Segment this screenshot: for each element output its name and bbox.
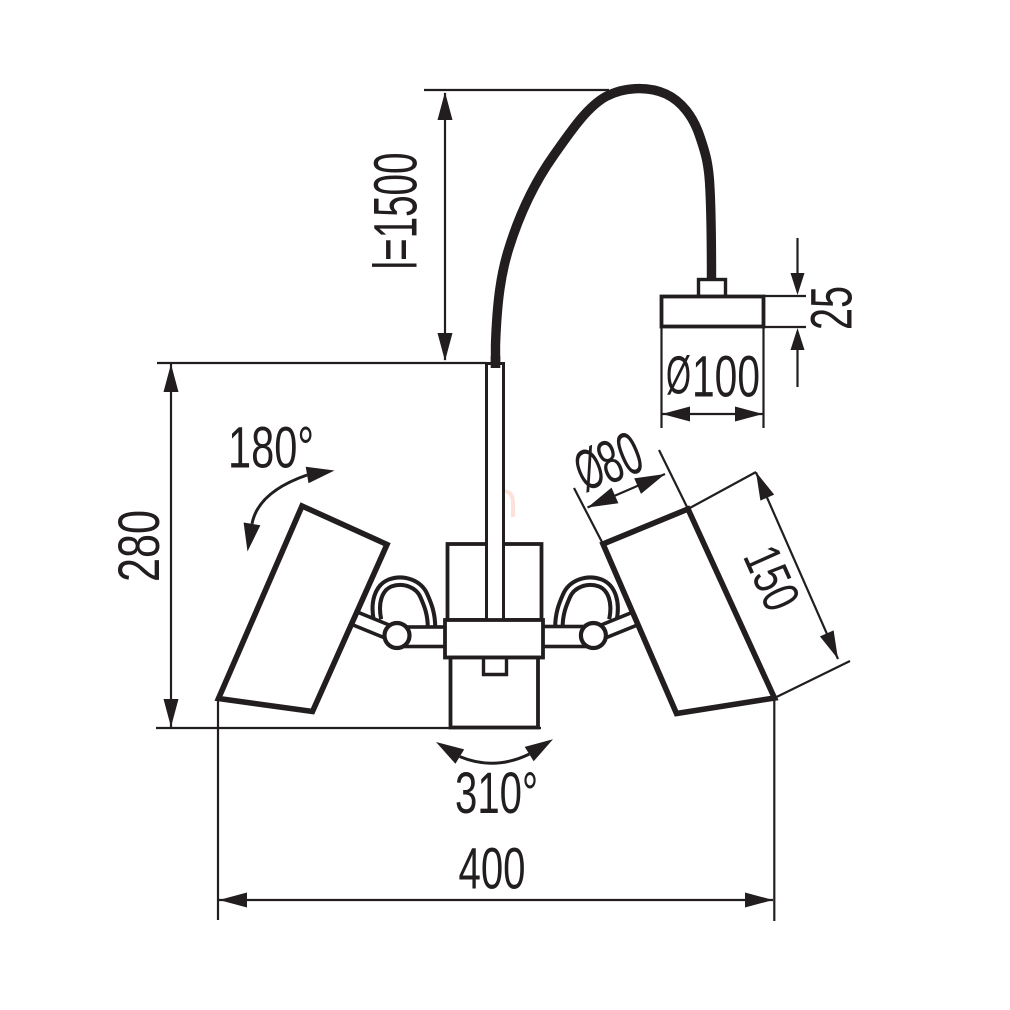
svg-text:310°: 310° [455, 761, 538, 826]
svg-text:l=1500: l=1500 [362, 153, 430, 270]
svg-text:25: 25 [800, 286, 865, 330]
svg-text:280: 280 [107, 510, 172, 582]
svg-text:400: 400 [459, 837, 526, 902]
svg-text:180°: 180° [228, 416, 314, 481]
svg-text:Ø: Ø [666, 346, 691, 406]
svg-text:100: 100 [692, 345, 760, 410]
